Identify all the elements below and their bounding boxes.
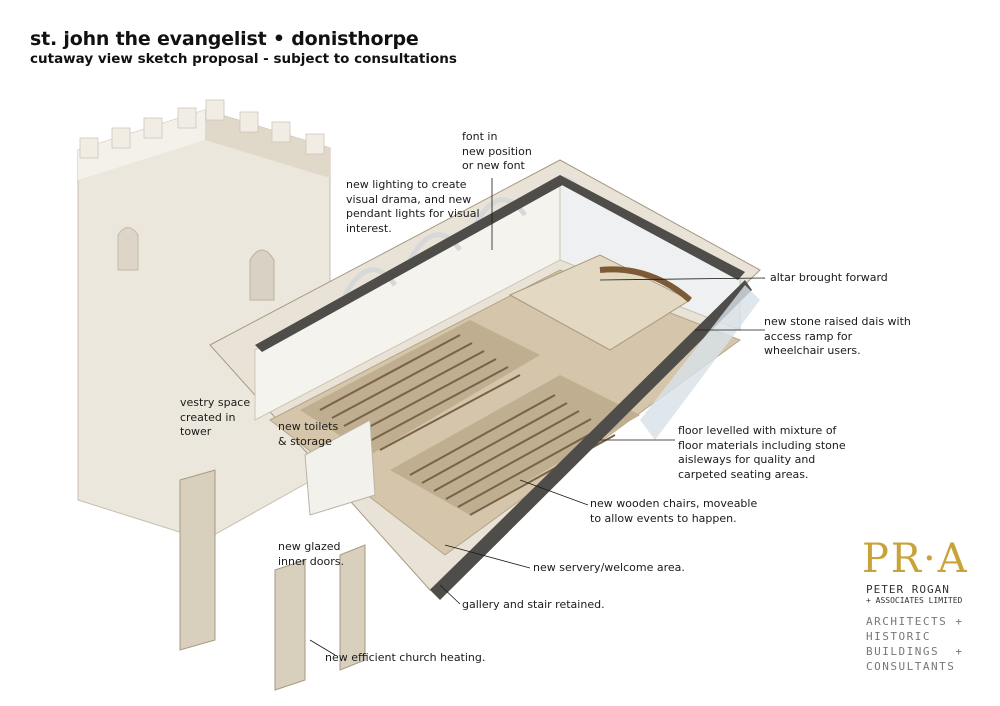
annotation-floor: floor levelled with mixture of floor mat… <box>678 424 846 481</box>
logo-mark: PR·A <box>862 536 969 582</box>
glazed-wall <box>640 285 760 440</box>
logo-line-2: HISTORIC <box>866 630 931 643</box>
annotation-dais: new stone raised dais with access ramp f… <box>764 315 911 357</box>
logo-line-4: CONSULTANTS <box>866 660 956 673</box>
logo-line-3: BUILDINGS + <box>866 645 964 658</box>
annotation-chairs: new wooden chairs, moveable to allow eve… <box>590 497 758 525</box>
annotation-font: font in new position or new font <box>462 130 532 172</box>
logo-name: PETER ROGAN <box>866 583 950 596</box>
toilet-block <box>304 419 376 516</box>
annotation-heating: new efficient church heating. <box>325 651 486 664</box>
wall-frames <box>255 175 752 600</box>
buttresses <box>179 469 366 691</box>
annotation-lighting: new lighting to create visual drama, and… <box>346 178 480 235</box>
tower <box>77 99 331 541</box>
page-subtitle: cutaway view sketch proposal - subject t… <box>30 51 457 67</box>
chair-rows <box>319 334 616 516</box>
annotation-vestry: vestry space created in tower <box>180 396 251 438</box>
annotation-altar: altar brought forward <box>770 271 888 284</box>
annotation-gallery: gallery and stair retained. <box>462 598 605 611</box>
annotation-toilets: new toilets & storage <box>278 420 339 448</box>
annotation-servery: new servery/welcome area. <box>533 561 685 574</box>
annotation-doors: new glazed inner doors. <box>278 540 344 568</box>
logo-line-1: ARCHITECTS + <box>866 615 964 628</box>
page-title: st. john the evangelist • donisthorpe <box>30 28 419 50</box>
leader-lines <box>309 178 766 656</box>
logo-associates: + ASSOCIATES LIMITED <box>866 596 963 605</box>
